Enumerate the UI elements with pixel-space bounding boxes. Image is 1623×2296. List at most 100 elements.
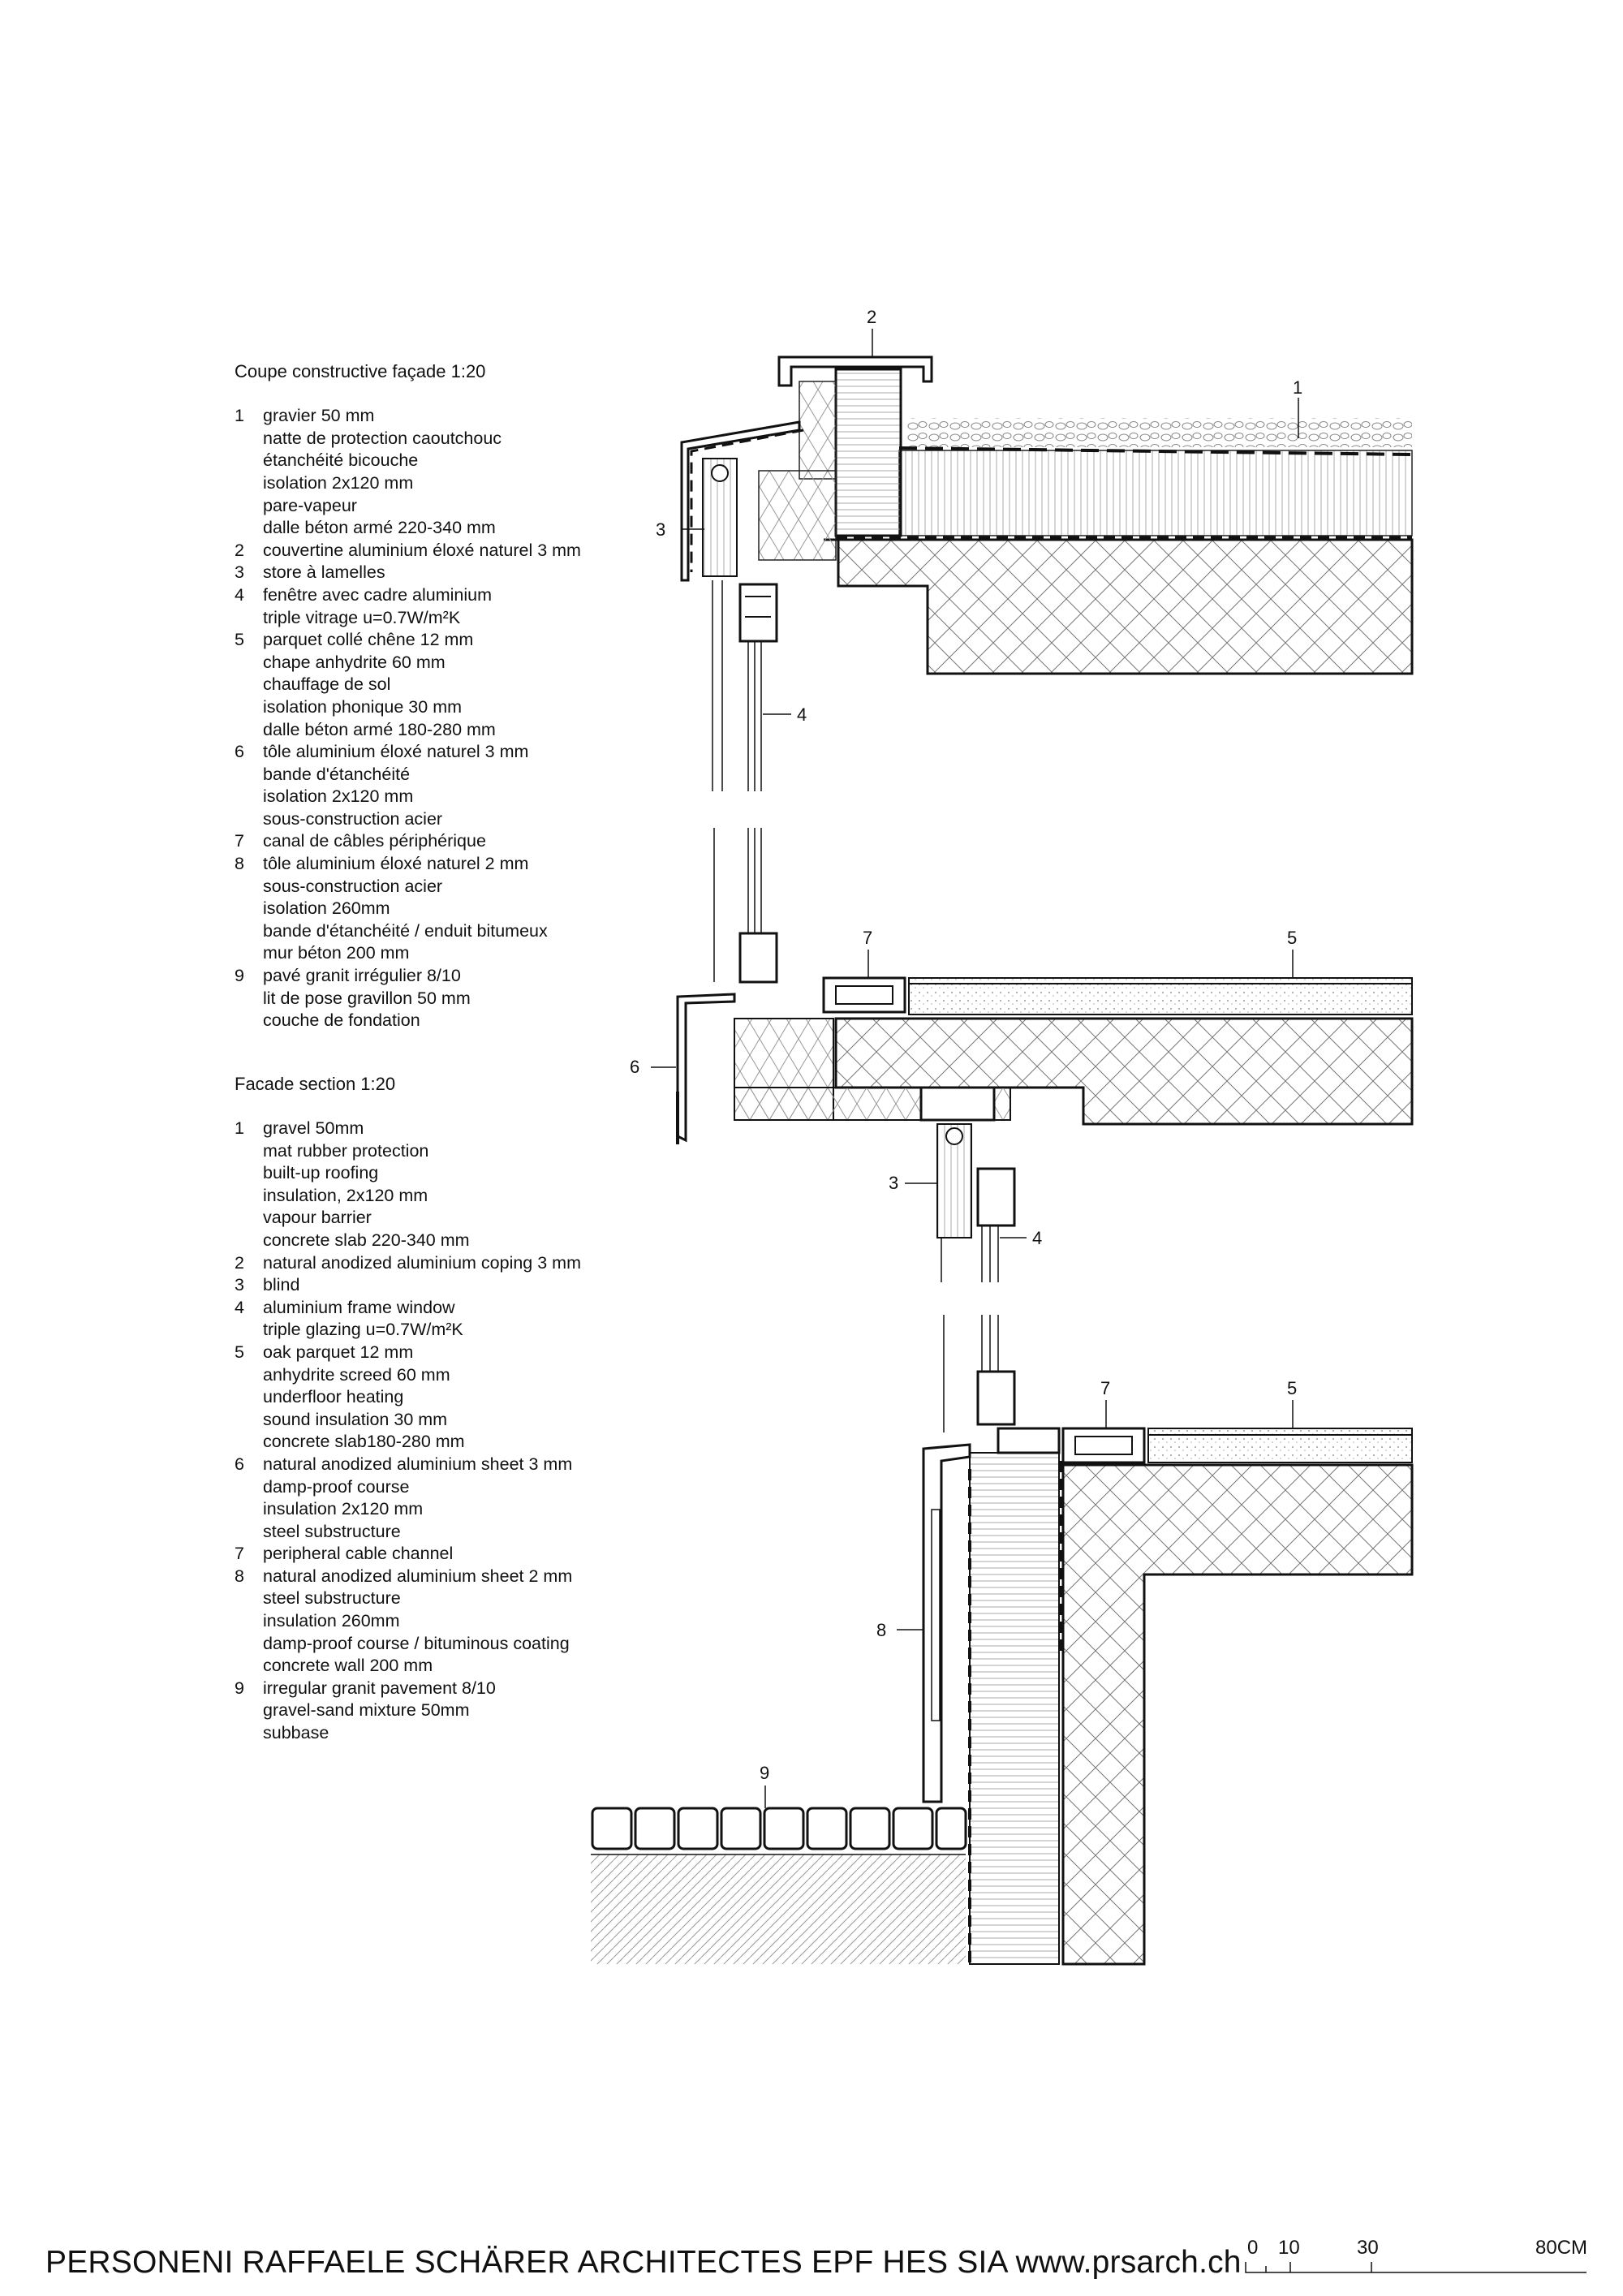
legend-item-number: 6 <box>235 742 244 762</box>
legend-item-line: concrete slab 220-340 mm <box>263 1230 470 1250</box>
legend-en-item-4: 4 aluminium frame window triple glazing u=… <box>235 1297 616 1342</box>
legend-item-line: gravel-sand mixture 50mm <box>263 1700 470 1721</box>
scale-tick-80: 80CM <box>1535 2237 1587 2259</box>
legend-item-number: 9 <box>235 1678 244 1698</box>
legend-item-number: 4 <box>235 1297 244 1317</box>
legend-item-line: blind <box>263 1275 300 1295</box>
legend-item-line: lit de pose gravillon 50 mm <box>263 988 471 1008</box>
legend-item-line: natural anodized aluminium sheet 2 mm <box>263 1566 573 1586</box>
legend-item-number: 6 <box>235 1454 244 1474</box>
roof-window-frame <box>738 583 778 643</box>
legend-en-item-7: 7 peripheral cable channel <box>235 1543 616 1566</box>
floor-upper-window-frame <box>738 932 778 984</box>
scale-tick-10: 10 <box>1278 2237 1300 2259</box>
roof-slab <box>824 538 1414 675</box>
legend-item-line: parquet collé chêne 12 mm <box>263 630 474 650</box>
legend-item-line: isolation 2x120 mm <box>263 786 414 807</box>
legend-item-number: 4 <box>235 584 244 605</box>
legend-item-line: triple vitrage u=0.7W/m²K <box>263 607 461 627</box>
callout-floor-blind: 3 <box>889 1173 898 1193</box>
legend-item-line: insulation 2x120 mm <box>263 1499 424 1519</box>
legend-item-line: vapour barrier <box>263 1208 372 1228</box>
legend-item-line: dalle béton armé 180-280 mm <box>263 719 496 739</box>
callout-floor-window: 4 <box>1032 1228 1042 1248</box>
legend-item-line: damp-proof course <box>263 1476 410 1497</box>
callout-base-channel: 7 <box>1100 1378 1110 1398</box>
legend-item-line: triple glazing u=0.7W/m²K <box>263 1320 463 1340</box>
legend-item-number: 5 <box>235 1342 244 1362</box>
legend-item-line: pavé granit irrégulier 8/10 <box>263 966 461 986</box>
legend-item-line: chauffage de sol <box>263 674 391 695</box>
legend-item-line: couche de fondation <box>263 1010 420 1031</box>
floor-detail: 7 5 6 3 4 <box>630 828 1414 1282</box>
callout-roof-blind: 3 <box>656 519 665 540</box>
callout-base-parquet: 5 <box>1287 1378 1297 1398</box>
legend-item-line: natural anodized aluminium sheet 3 mm <box>263 1454 573 1474</box>
legend-item-number: 3 <box>235 562 244 583</box>
legend-item-line: étanchéité bicouche <box>263 450 419 471</box>
legend-item-line: isolation 260mm <box>263 898 390 919</box>
callout-floor-sheet: 6 <box>630 1057 639 1077</box>
roof-gravel <box>907 418 1412 447</box>
base-concrete <box>1061 1463 1414 1966</box>
base-detail: 7 5 8 9 <box>591 1315 1414 1966</box>
legend-item-line: sous-construction acier <box>263 808 443 829</box>
legend-item-line: bande d'étanchéité <box>263 764 411 784</box>
legend-item-line: oak parquet 12 mm <box>263 1342 414 1362</box>
legend-item-line: concrete wall 200 mm <box>263 1656 433 1676</box>
legend-item-line: peripheral cable channel <box>263 1544 454 1564</box>
legend-item-number: 8 <box>235 1566 244 1586</box>
roof-membrane <box>898 446 1413 456</box>
legend-item-line: concrete slab180-280 mm <box>263 1432 465 1452</box>
legend-item-line: isolation phonique 30 mm <box>263 696 463 717</box>
legend-item-line: chape anhydrite 60 mm <box>263 652 446 672</box>
legend-item-line: underfloor heating <box>263 1387 404 1407</box>
legend-item-line: gravel 50mm <box>263 1118 364 1138</box>
roof-fascia-dash <box>690 429 804 572</box>
legend-item-line: bande d'étanchéité / enduit bitumeux <box>263 920 548 941</box>
scale-tick-0: 0 <box>1247 2237 1258 2259</box>
legend-item-line: insulation, 2x120 mm <box>263 1185 428 1205</box>
base-wall-insulation <box>969 1452 1060 1965</box>
legend-item-number: 5 <box>235 630 244 650</box>
legend-title-en: Facade section 1:20 <box>235 1073 396 1094</box>
lintel-insulation <box>758 470 837 561</box>
legend-item-line: steel substructure <box>263 1521 401 1541</box>
legend-item-line: mur béton 200 mm <box>263 943 410 963</box>
legend-item-number: 9 <box>235 966 244 986</box>
legend-item-line: dalle béton armé 220-340 mm <box>263 518 496 538</box>
legend-item-line: irregular granit pavement 8/10 <box>263 1678 496 1698</box>
legend-item-line: aluminium frame window <box>263 1297 455 1317</box>
legend-item-number: 7 <box>235 831 244 851</box>
callout-floor-parquet: 5 <box>1287 928 1297 948</box>
roof-coping <box>777 355 933 387</box>
callout-floor-channel: 7 <box>863 928 872 948</box>
legend-item-number: 1 <box>235 1118 244 1138</box>
legend-item-line: sound insulation 30 mm <box>263 1409 448 1429</box>
legend-item-number: 7 <box>235 1544 244 1564</box>
callout-roof-window: 4 <box>797 704 807 725</box>
legend-item-line: natte de protection caoutchouc <box>263 428 502 448</box>
parapet-core <box>834 368 902 537</box>
legend-item-line: canal de câbles périphérique <box>263 831 486 851</box>
legend-item-line: tôle aluminium éloxé naturel 2 mm <box>263 854 529 874</box>
legend-fr-item-7: 7 canal de câbles périphérique <box>235 830 616 853</box>
legend-item-line: damp-proof course / bituminous coating <box>263 1633 570 1653</box>
roof-glazing <box>712 580 762 791</box>
